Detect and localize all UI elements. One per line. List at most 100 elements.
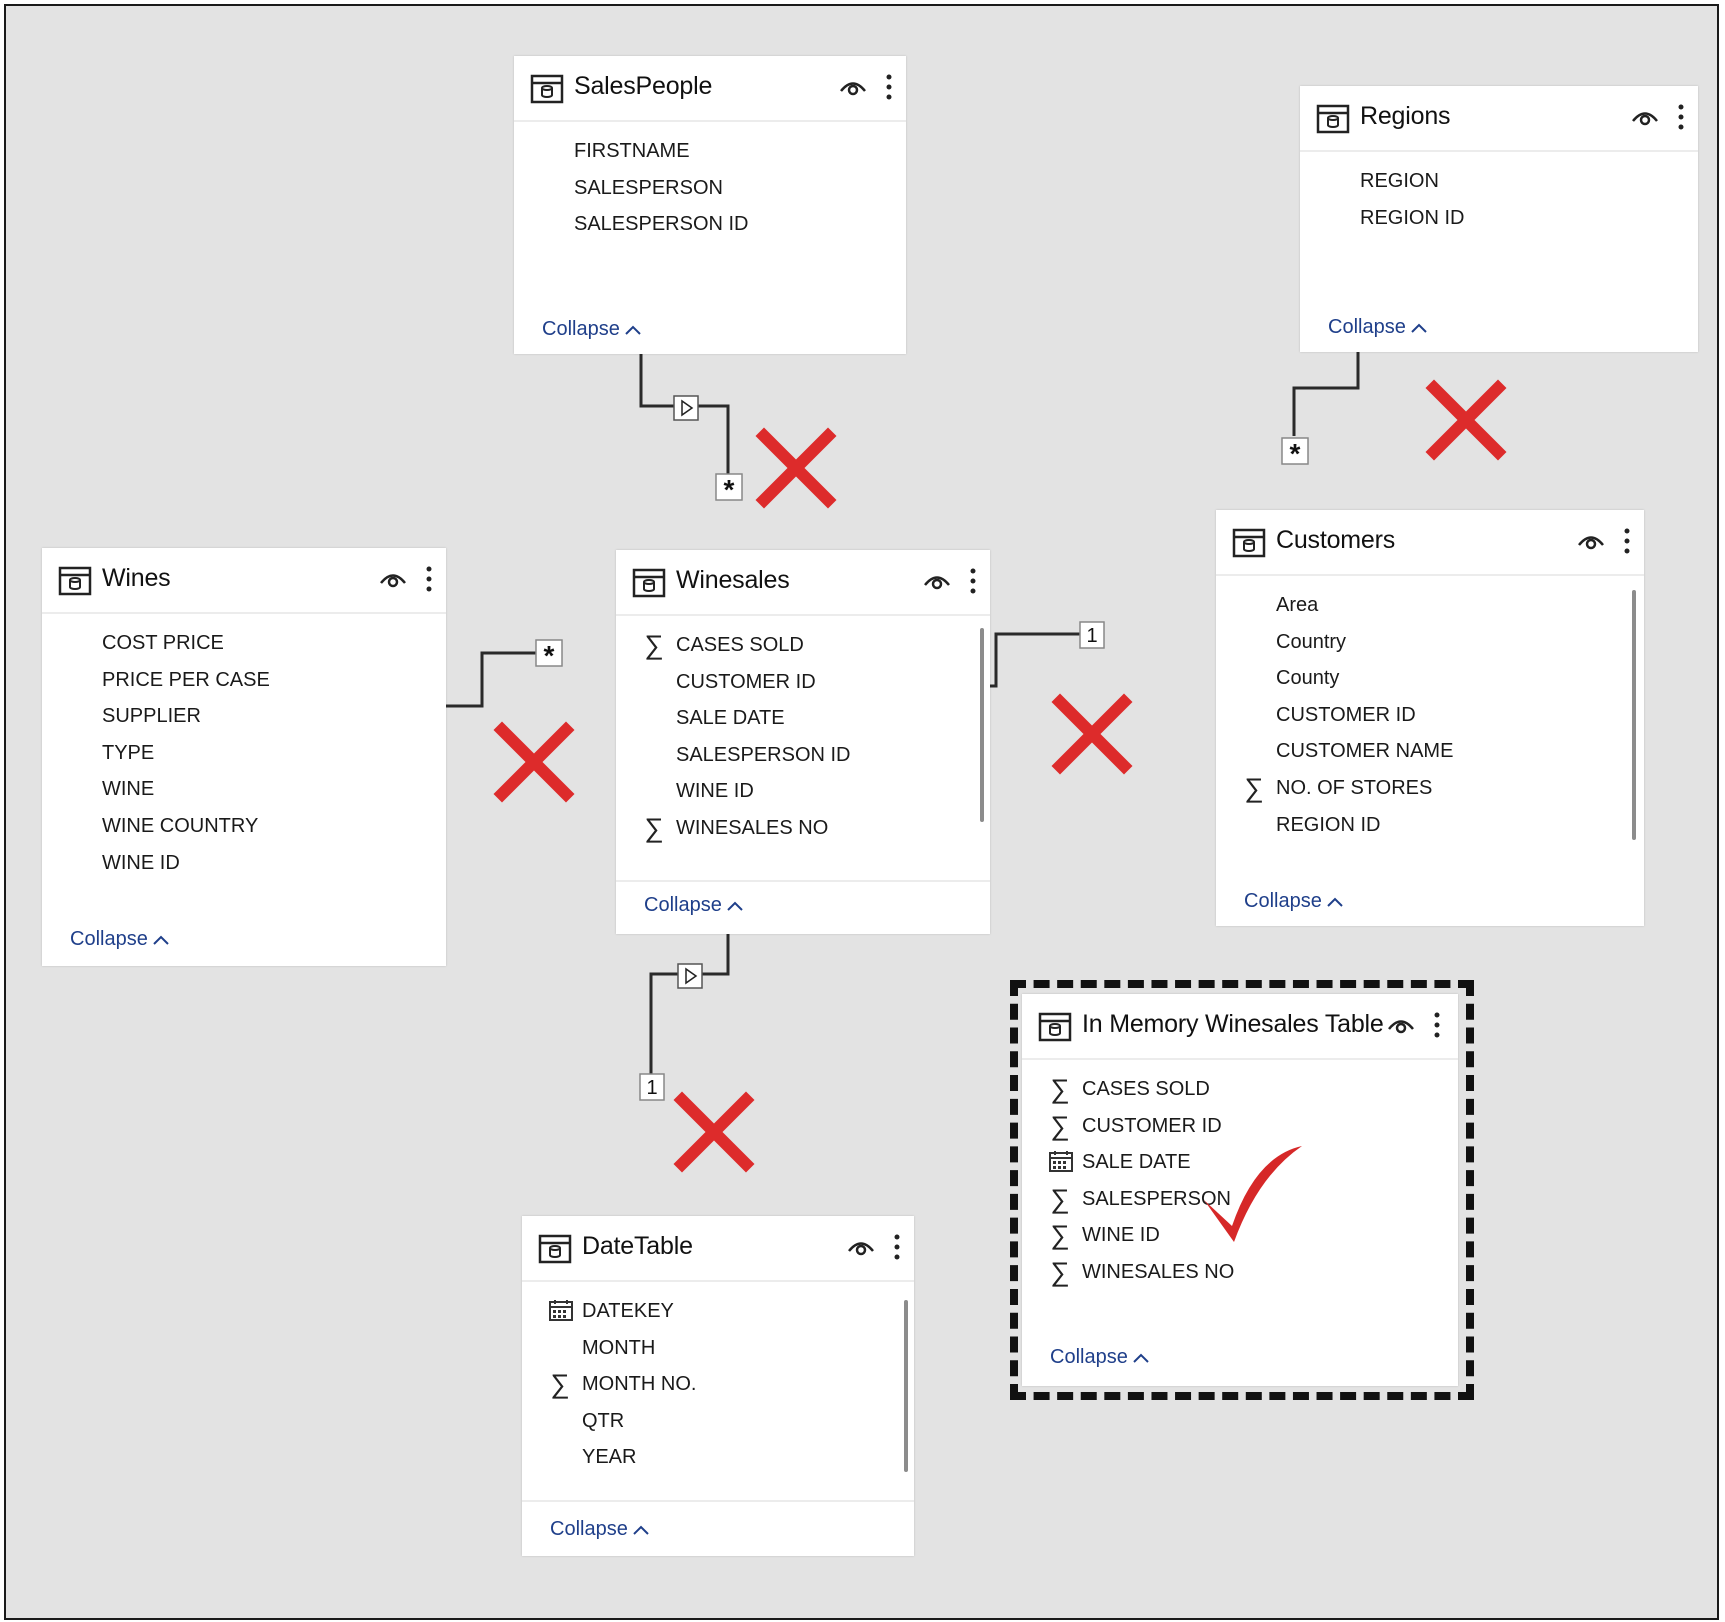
field-row[interactable]: YEAR: [522, 1440, 914, 1476]
sigma-icon: ∑: [550, 1369, 570, 1400]
visibility-eye-icon[interactable]: [922, 570, 952, 592]
scrollbar[interactable]: [980, 628, 984, 822]
field-row[interactable]: CUSTOMER ID: [616, 665, 990, 701]
more-options-icon[interactable]: [1676, 102, 1686, 132]
scrollbar[interactable]: [904, 1300, 908, 1472]
field-name: FIRSTNAME: [574, 140, 690, 162]
card-header[interactable]: SalesPeople: [514, 56, 906, 122]
table-title: Winesales: [676, 566, 790, 594]
field-row[interactable]: DATEKEY: [522, 1294, 914, 1330]
field-name: REGION ID: [1276, 813, 1381, 836]
field-name: QTR: [582, 1409, 625, 1432]
field-row[interactable]: ∑MONTH NO.: [522, 1367, 914, 1403]
field-row[interactable]: REGION: [1300, 164, 1698, 200]
field-name: WINE COUNTRY: [102, 815, 259, 837]
field-row[interactable]: MONTH: [522, 1331, 914, 1367]
field-row[interactable]: WINE: [42, 772, 446, 808]
table-icon: [530, 74, 564, 104]
card-header[interactable]: Customers: [1216, 510, 1644, 576]
field-row[interactable]: County: [1216, 661, 1644, 697]
field-row[interactable]: ∑SALESPERSON: [1022, 1182, 1458, 1218]
field-row[interactable]: QTR: [522, 1404, 914, 1440]
card-header[interactable]: In Memory Winesales Table: [1022, 994, 1458, 1060]
field-row[interactable]: ∑CASES SOLD: [616, 628, 990, 664]
field-row[interactable]: CUSTOMER ID: [1216, 698, 1644, 734]
field-row[interactable]: WINE COUNTRY: [42, 809, 446, 845]
field-row[interactable]: ∑WINESALES NO: [1022, 1255, 1458, 1291]
field-row[interactable]: ∑WINESALES NO: [616, 811, 990, 847]
scrollbar[interactable]: [1632, 590, 1636, 840]
collapse-label: Collapse: [1328, 316, 1406, 338]
field-row[interactable]: ∑CUSTOMER ID: [1022, 1109, 1458, 1145]
visibility-eye-icon[interactable]: [846, 1236, 876, 1258]
field-row[interactable]: SALESPERSON ID: [616, 738, 990, 774]
field-name: CUSTOMER NAME: [1276, 740, 1454, 763]
cross-mark-wines-winesales: [493, 721, 575, 803]
calendar-icon: [1048, 1149, 1073, 1175]
divider: [616, 880, 990, 882]
card-header[interactable]: DateTable: [522, 1216, 914, 1282]
table-icon: [538, 1234, 572, 1264]
table-icon: [1316, 104, 1350, 134]
collapse-link[interactable]: Collapse: [550, 1518, 650, 1541]
field-row[interactable]: FIRSTNAME: [514, 134, 906, 170]
collapse-link[interactable]: Collapse: [1050, 1346, 1150, 1369]
collapse-link[interactable]: Collapse: [542, 318, 642, 341]
card-header[interactable]: Regions: [1300, 86, 1698, 152]
field-name: SALE DATE: [676, 707, 785, 730]
table-icon: [1038, 1012, 1072, 1042]
visibility-eye-icon[interactable]: [1630, 106, 1660, 128]
field-row[interactable]: ∑WINE ID: [1022, 1218, 1458, 1254]
visibility-eye-icon[interactable]: [838, 76, 868, 98]
collapse-link[interactable]: Collapse: [1244, 890, 1344, 913]
more-options-icon[interactable]: [1432, 1010, 1442, 1040]
field-row[interactable]: CUSTOMER NAME: [1216, 734, 1644, 770]
more-options-icon[interactable]: [884, 72, 894, 102]
field-row[interactable]: SALESPERSON: [514, 171, 906, 207]
field-row[interactable]: Country: [1216, 625, 1644, 661]
field-name: CASES SOLD: [676, 634, 804, 656]
field-row[interactable]: REGION ID: [1300, 201, 1698, 237]
table-title: In Memory Winesales Table: [1082, 1010, 1384, 1038]
field-row[interactable]: PRICE PER CASE: [42, 663, 446, 699]
highlight-dashed-border: [1010, 980, 1474, 1400]
field-row[interactable]: Area: [1216, 588, 1644, 624]
more-options-icon[interactable]: [892, 1232, 902, 1262]
more-options-icon[interactable]: [424, 564, 434, 594]
more-options-icon[interactable]: [968, 566, 978, 596]
field-name: PRICE PER CASE: [102, 668, 270, 691]
visibility-eye-icon[interactable]: [1576, 530, 1606, 552]
field-row[interactable]: SALESPERSON ID: [514, 207, 906, 243]
field-row[interactable]: SUPPLIER: [42, 699, 446, 735]
field-row[interactable]: WINE ID: [42, 846, 446, 882]
collapse-link[interactable]: Collapse: [1328, 316, 1428, 339]
more-options-icon[interactable]: [1622, 526, 1632, 556]
field-name: SALE DATE: [1082, 1151, 1191, 1174]
field-row[interactable]: REGION ID: [1216, 808, 1644, 844]
field-row[interactable]: ∑CASES SOLD: [1022, 1072, 1458, 1108]
table-title: Regions: [1360, 102, 1451, 130]
field-name: MONTH: [582, 1336, 656, 1359]
field-row[interactable]: COST PRICE: [42, 626, 446, 662]
cross-mark-salespeople-winesales: [755, 427, 837, 509]
card-header[interactable]: Wines: [42, 548, 446, 614]
collapse-link[interactable]: Collapse: [644, 894, 744, 917]
field-row[interactable]: ∑NO. OF STORES: [1216, 771, 1644, 807]
field-row[interactable]: SALE DATE: [616, 701, 990, 737]
card-header[interactable]: Winesales: [616, 550, 990, 616]
field-row[interactable]: SALE DATE: [1022, 1145, 1458, 1181]
visibility-eye-icon[interactable]: [1386, 1014, 1416, 1036]
field-row[interactable]: TYPE: [42, 736, 446, 772]
table-icon: [632, 568, 666, 598]
collapse-link[interactable]: Collapse: [70, 928, 170, 951]
table-card-in-memory-winesales[interactable]: In Memory Winesales Table ∑CASES SOLD∑CU…: [1022, 994, 1458, 1386]
chevron-up-icon: [1411, 323, 1427, 333]
field-row[interactable]: WINE ID: [616, 774, 990, 810]
visibility-eye-icon[interactable]: [378, 568, 408, 590]
